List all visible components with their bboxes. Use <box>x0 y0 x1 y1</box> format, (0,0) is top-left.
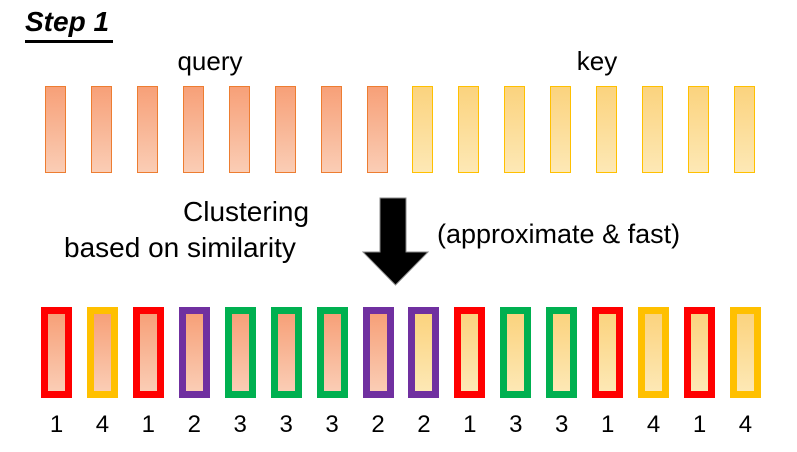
arrow-note: (approximate & fast) <box>437 219 681 249</box>
query-vector <box>228 86 250 173</box>
cluster-number: 1 <box>49 411 64 438</box>
clustering-text-line2: based on similarity <box>64 232 296 263</box>
query-vector-fill <box>369 314 387 391</box>
cluster-number: 2 <box>371 411 385 438</box>
cluster-number: 1 <box>141 411 156 438</box>
key-vector-fill <box>599 314 617 391</box>
key-vector <box>412 86 434 173</box>
cluster-number: 4 <box>646 411 661 438</box>
key-vector-fill <box>645 314 663 391</box>
cluster-number: 3 <box>555 411 569 438</box>
query-vector-fill <box>185 314 203 391</box>
key-vector <box>642 86 664 173</box>
query-vector-fill <box>48 314 65 391</box>
cluster-number: 2 <box>187 411 201 438</box>
key-vector-fill <box>461 314 479 391</box>
query-vector-fill <box>139 314 157 391</box>
key-vector <box>733 86 755 173</box>
cluster-number: 1 <box>463 411 477 438</box>
clustered-vector <box>41 307 72 398</box>
query-vector <box>136 86 158 173</box>
clustered-vector <box>729 307 761 398</box>
cluster-number: 3 <box>509 411 523 438</box>
key-vector-fill <box>553 314 571 391</box>
query-vector <box>182 86 204 173</box>
clustering-text-line1: Clustering <box>183 196 310 227</box>
query-label: query <box>177 46 243 76</box>
cluster-number: 3 <box>279 411 293 438</box>
cluster-number: 2 <box>417 411 431 438</box>
key-vector <box>550 86 572 173</box>
query-vector-fill <box>93 314 111 391</box>
key-vector <box>688 86 710 173</box>
key-vector <box>504 86 526 173</box>
clustered-vector <box>178 307 210 398</box>
key-vector-fill <box>507 314 525 391</box>
key-vector-fill <box>415 314 433 391</box>
clustered-vector <box>362 307 394 398</box>
query-vector <box>45 86 66 173</box>
key-label: key <box>576 46 618 76</box>
cluster-number: 1 <box>692 411 707 438</box>
clustered-vector <box>86 307 118 398</box>
clustered-vector <box>684 307 716 398</box>
clustered-vector <box>224 307 256 398</box>
cluster-number: 1 <box>600 411 615 438</box>
query-vector-fill <box>323 314 341 391</box>
key-vector <box>596 86 618 173</box>
clustered-vector <box>408 307 440 398</box>
query-vector-fill <box>277 314 295 391</box>
clustered-vector <box>454 307 486 398</box>
clustered-vector <box>638 307 670 398</box>
cluster-number: 4 <box>95 411 110 438</box>
clustered-vector <box>546 307 578 398</box>
clustered-vector <box>316 307 348 398</box>
cluster-number: 3 <box>325 411 339 438</box>
query-vector-fill <box>231 314 249 391</box>
query-vector <box>90 86 112 173</box>
query-vector <box>274 86 296 173</box>
key-vector-fill <box>691 314 709 391</box>
step-title: Step 1 <box>25 6 114 43</box>
cluster-number: 3 <box>233 411 247 438</box>
key-vector <box>458 86 480 173</box>
key-vector-fill <box>736 314 754 391</box>
clustered-vector <box>132 307 164 398</box>
clustered-vector <box>500 307 532 398</box>
clustered-vector <box>592 307 624 398</box>
cluster-number: 4 <box>738 411 753 438</box>
query-vector <box>320 86 342 173</box>
clustered-vector <box>270 307 302 398</box>
query-vector <box>366 86 388 173</box>
